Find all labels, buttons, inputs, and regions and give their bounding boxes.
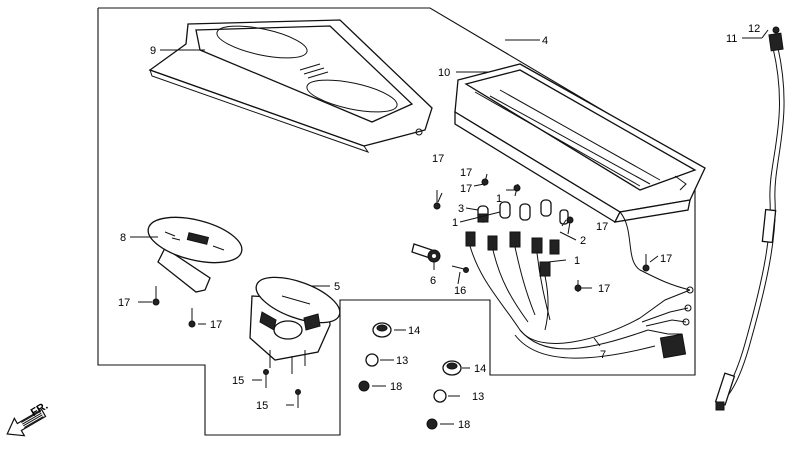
bulb-part-2 bbox=[559, 209, 569, 225]
screw-part-17a bbox=[433, 190, 441, 210]
cable-cap-part-12 bbox=[772, 26, 780, 34]
collar-part-13a bbox=[365, 353, 379, 367]
screw-part-15b bbox=[295, 389, 301, 408]
callout-4: 4 bbox=[542, 35, 548, 47]
callout-14-b: 14 bbox=[474, 363, 486, 375]
leader-lines bbox=[130, 29, 769, 425]
grommet-part-14a bbox=[372, 322, 392, 338]
upper-cover-part-9 bbox=[148, 19, 433, 153]
callout-17-d: 17 bbox=[596, 221, 608, 233]
bulb-part-1a bbox=[499, 201, 511, 219]
callout-1-a: 1 bbox=[496, 193, 502, 205]
bulb-part-1c bbox=[540, 199, 552, 217]
callout-18-b: 18 bbox=[458, 419, 470, 431]
callout-16: 16 bbox=[454, 285, 466, 297]
callout-12: 12 bbox=[748, 23, 760, 35]
callout-2: 2 bbox=[580, 235, 586, 247]
washer-part-16 bbox=[451, 265, 469, 273]
callout-11: 11 bbox=[726, 33, 737, 45]
callout-15-a: 15 bbox=[232, 375, 244, 387]
callout-14-a: 14 bbox=[408, 325, 420, 337]
callout-7: 7 bbox=[600, 349, 606, 361]
callout-8: 8 bbox=[120, 232, 126, 244]
screw-part-17f bbox=[188, 308, 196, 328]
callout-1-b: 1 bbox=[452, 217, 458, 229]
socket-part-6 bbox=[411, 243, 441, 263]
bulb-part-3 bbox=[477, 205, 489, 223]
front-direction-arrow bbox=[6, 408, 47, 437]
screw-part-17e bbox=[152, 286, 160, 306]
callout-3: 3 bbox=[458, 203, 464, 215]
collar-part-13b bbox=[433, 389, 447, 403]
nut-part-18b bbox=[426, 418, 438, 430]
direction-label: FR. bbox=[29, 400, 50, 419]
callout-17-a: 17 bbox=[432, 153, 444, 165]
screw-part-15a bbox=[263, 369, 269, 388]
callout-17-h: 17 bbox=[210, 319, 222, 331]
screw-part-17d bbox=[566, 216, 574, 235]
indicator-panel-part-8 bbox=[147, 216, 243, 293]
callout-9: 9 bbox=[150, 45, 156, 57]
screw-part-17b bbox=[481, 173, 489, 187]
wire-harness-part-7 bbox=[469, 211, 694, 359]
screw-part-17h bbox=[574, 280, 582, 292]
callout-17-c: 17 bbox=[460, 183, 472, 195]
callout-1-c: 1 bbox=[574, 255, 580, 267]
callout-13-a: 13 bbox=[396, 355, 408, 367]
callout-6: 6 bbox=[430, 275, 436, 287]
callout-17-f: 17 bbox=[598, 283, 610, 295]
bulb-part-1b bbox=[519, 203, 531, 221]
screw-part-17g bbox=[642, 254, 650, 272]
tachometer-part-5 bbox=[249, 276, 341, 374]
callout-5: 5 bbox=[334, 281, 340, 293]
speedometer-cable-part-11 bbox=[714, 32, 785, 411]
callout-17-g: 17 bbox=[118, 297, 130, 309]
grommet-part-14b bbox=[442, 360, 462, 376]
callout-10: 10 bbox=[438, 67, 450, 79]
callout-17-e: 17 bbox=[660, 253, 672, 265]
callout-18-a: 18 bbox=[390, 381, 402, 393]
callout-13-b: 13 bbox=[472, 391, 484, 403]
bulb-sockets bbox=[465, 231, 560, 277]
callout-15-b: 15 bbox=[256, 400, 268, 412]
meter-case-part-10 bbox=[454, 63, 706, 223]
callout-17-b: 17 bbox=[460, 167, 472, 179]
nut-part-18a bbox=[358, 380, 370, 392]
